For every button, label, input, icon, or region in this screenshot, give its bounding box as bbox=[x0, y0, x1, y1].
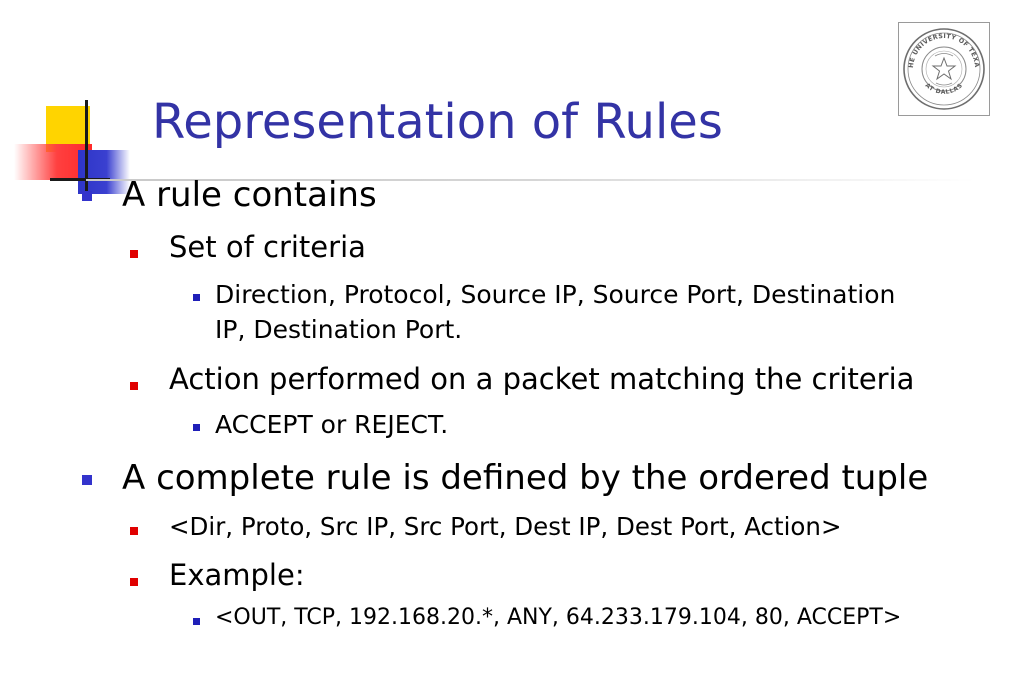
bullet-level3-example-rule: <OUT, TCP, 192.168.20.*, ANY, 64.233.179… bbox=[215, 605, 902, 630]
bullet-marker-level2 bbox=[130, 250, 138, 258]
bullet-level1-rule-contains: A rule contains bbox=[122, 175, 377, 215]
bullet-level3-criteria-fields-line1: Direction, Protocol, Source IP, Source P… bbox=[215, 280, 896, 309]
bullet-marker-level1 bbox=[82, 191, 92, 201]
bullet-marker-level3 bbox=[193, 424, 200, 431]
decorative-horizontal-line-left bbox=[50, 178, 110, 181]
bullet-level1-complete-rule: A complete rule is defined by the ordere… bbox=[122, 458, 929, 498]
title-divider-line bbox=[86, 179, 976, 181]
bullet-marker-level3 bbox=[193, 618, 200, 625]
bullet-marker-level1 bbox=[82, 475, 92, 485]
bullet-marker-level3 bbox=[193, 294, 200, 301]
bullet-level3-criteria-fields-line2: IP, Destination Port. bbox=[215, 315, 463, 344]
university-seal: THE UNIVERSITY OF TEXAS AT DALLAS bbox=[898, 22, 990, 116]
decorative-vertical-line bbox=[85, 100, 88, 192]
bullet-level3-accept-reject: ACCEPT or REJECT. bbox=[215, 410, 449, 439]
bullet-level2-action-performed: Action performed on a packet matching th… bbox=[169, 362, 915, 396]
bullet-level2-example: Example: bbox=[169, 558, 305, 592]
bullet-level2-tuple-format: <Dir, Proto, Src IP, Src Port, Dest IP, … bbox=[169, 512, 842, 541]
bullet-marker-level2 bbox=[130, 527, 138, 535]
bullet-level2-set-of-criteria: Set of criteria bbox=[169, 230, 366, 264]
bullet-marker-level2 bbox=[130, 578, 138, 586]
bullet-marker-level2 bbox=[130, 382, 138, 390]
seal-graphic: THE UNIVERSITY OF TEXAS AT DALLAS bbox=[899, 23, 985, 110]
slide-title: Representation of Rules bbox=[152, 94, 723, 150]
